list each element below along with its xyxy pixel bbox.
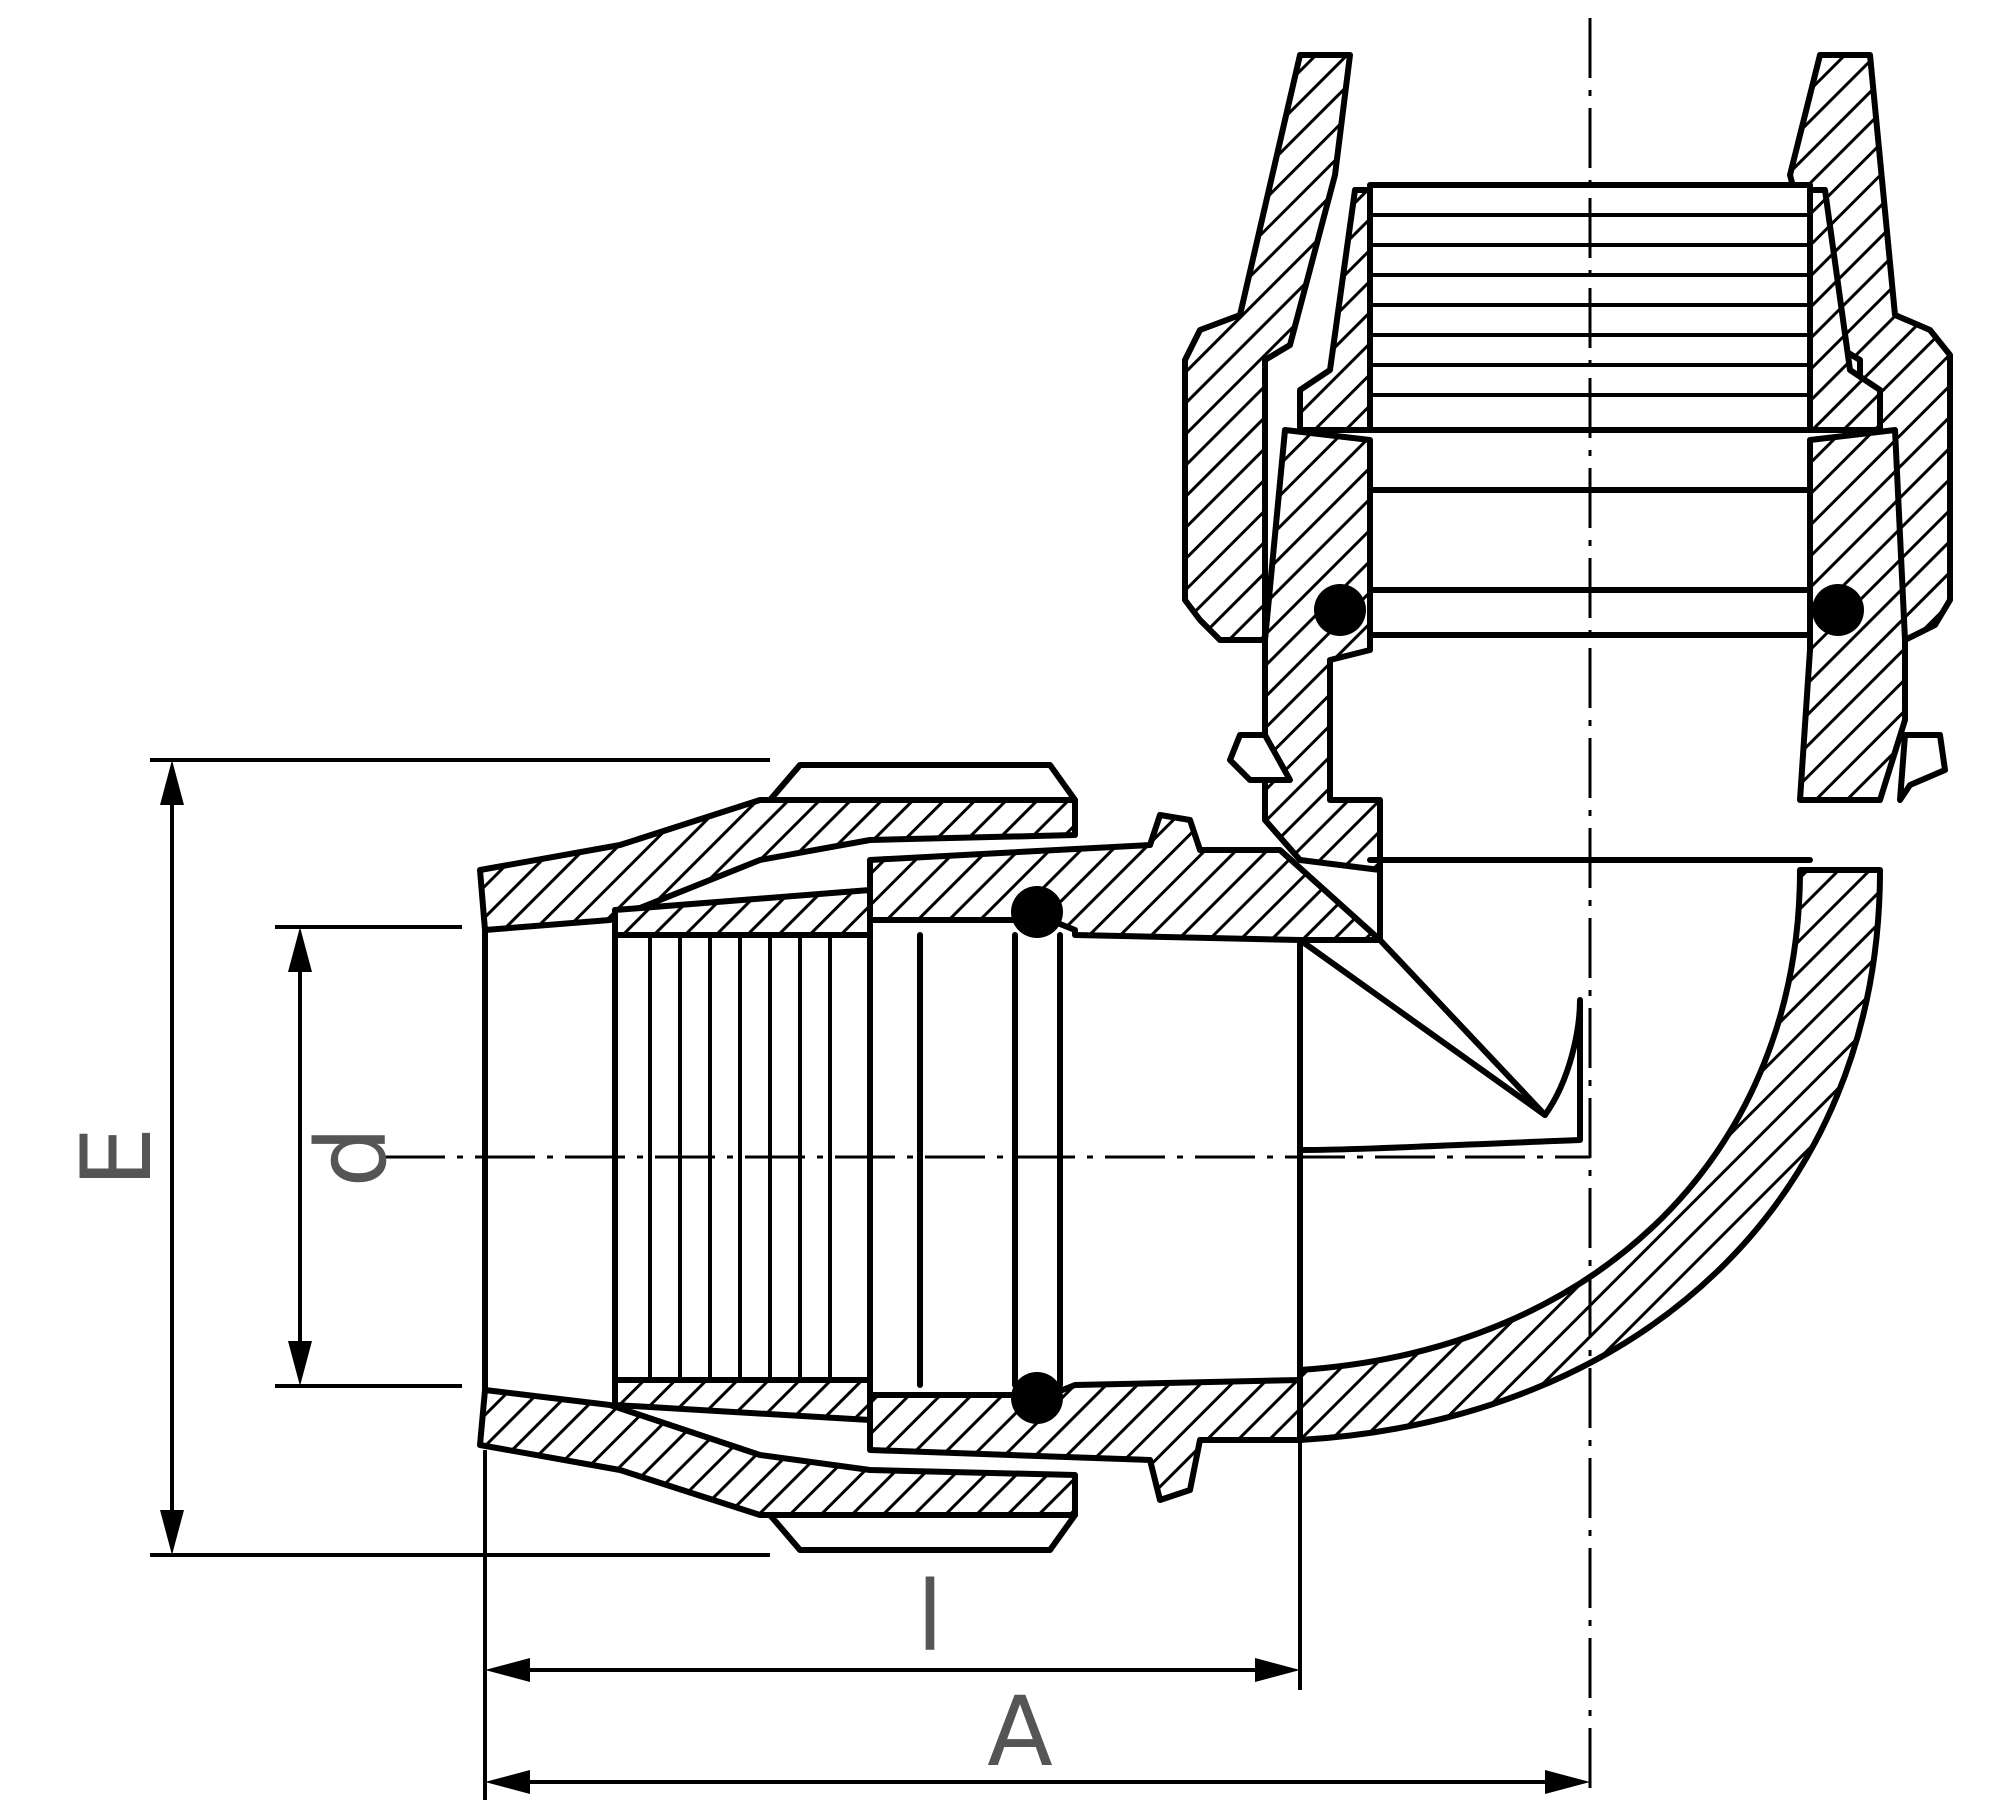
left-nut-cap-bottom bbox=[767, 1512, 1078, 1553]
dim-E-arrow-bottom bbox=[160, 1510, 184, 1555]
dim-A-arrow-left bbox=[485, 1770, 530, 1794]
top-oring-left bbox=[1314, 584, 1366, 636]
dim-l-label: l bbox=[917, 1561, 944, 1673]
dimension-l: l bbox=[483, 1440, 1302, 1800]
dim-E-arrow-top bbox=[160, 760, 184, 805]
left-split-ring-top bbox=[612, 887, 873, 938]
top-branch bbox=[1182, 52, 1953, 873]
left-nut-top bbox=[477, 797, 1078, 933]
dimension-d: d bbox=[275, 925, 462, 1388]
dim-A-arrow-right bbox=[1545, 1770, 1590, 1794]
left-nut-bottom bbox=[477, 1387, 1078, 1518]
dimension-A: A bbox=[485, 1676, 1590, 1794]
dim-l-arrow-right bbox=[1255, 1658, 1300, 1682]
top-nut-left bbox=[1182, 52, 1353, 643]
dim-d-label: d bbox=[296, 1127, 408, 1188]
dim-d-arrow-top bbox=[288, 927, 312, 972]
left-split-ring-bottom bbox=[612, 1377, 873, 1423]
top-oring-right bbox=[1812, 584, 1864, 636]
dim-A-label: A bbox=[987, 1676, 1053, 1788]
top-flange-right bbox=[1897, 732, 1948, 803]
dim-d-arrow-bottom bbox=[288, 1341, 312, 1386]
left-oring-bottom bbox=[1011, 1372, 1063, 1424]
dimension-E: E bbox=[61, 758, 770, 1557]
dim-E-label: E bbox=[61, 1127, 173, 1188]
left-grip-teeth bbox=[648, 907, 873, 1408]
dim-l-arrow-left bbox=[485, 1658, 530, 1682]
top-body-wall-left bbox=[1262, 427, 1383, 873]
centerlines bbox=[385, 18, 1592, 1800]
top-flange-left bbox=[1227, 732, 1293, 783]
left-oring-top bbox=[1011, 886, 1063, 938]
elbow-inner-corner bbox=[1297, 867, 1583, 1153]
left-body-wall-bottom bbox=[867, 1377, 1303, 1503]
left-nut-cap-top bbox=[767, 762, 1078, 803]
elbow-inner-diagonal bbox=[1297, 937, 1548, 1118]
